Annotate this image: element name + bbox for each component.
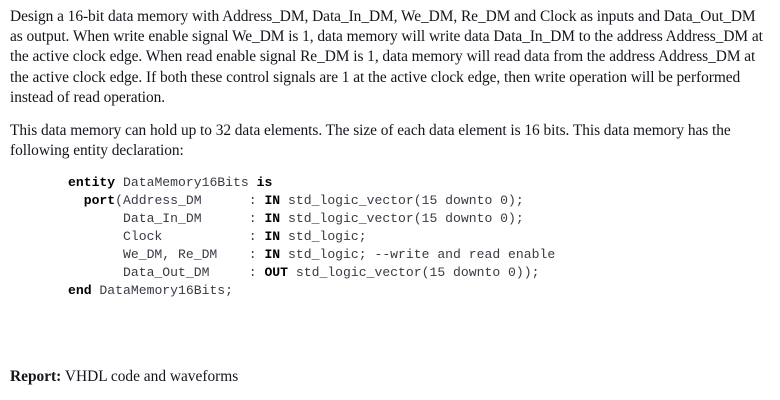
- paragraph-memory-capacity: This data memory can hold up to 32 data …: [10, 122, 731, 160]
- code-text: std_logic_vector(15 downto 0);: [280, 193, 524, 209]
- code-keyword: IN: [264, 211, 281, 227]
- code-text: DataMemory16Bits: [115, 175, 257, 191]
- code-text: std_logic_vector(15 downto 0));: [288, 265, 540, 281]
- code-keyword: IN: [264, 193, 281, 209]
- code-keyword: entity: [68, 175, 116, 191]
- code-text: [68, 193, 84, 208]
- code-keyword: IN: [264, 247, 281, 263]
- code-text: (Address_DM :: [115, 193, 265, 209]
- code-line: entity DataMemory16Bits is: [68, 174, 770, 192]
- code-line: port(Address_DM : IN std_logic_vector(15…: [68, 192, 770, 210]
- code-text: We_DM, Re_DM :: [68, 247, 265, 263]
- code-keyword: is: [256, 175, 273, 191]
- code-keyword: OUT: [264, 265, 289, 281]
- code-line: We_DM, Re_DM : IN std_logic; --write and…: [68, 246, 770, 264]
- code-text: std_logic;: [280, 229, 367, 245]
- code-line: Data_In_DM : IN std_logic_vector(15 down…: [68, 210, 770, 228]
- code-line: end DataMemory16Bits;: [68, 282, 770, 300]
- paragraph-design-spec: Design a 16-bit data memory with Address…: [10, 8, 763, 106]
- code-keyword: IN: [264, 229, 281, 245]
- code-text: std_logic_vector(15 downto 0);: [280, 211, 524, 227]
- code-text: std_logic; --write and read enable: [280, 247, 556, 263]
- code-keyword: end: [68, 283, 92, 299]
- report-text: VHDL code and waveforms: [61, 368, 239, 385]
- vhdl-entity-declaration-code: entity DataMemory16Bits is port(Address_…: [10, 174, 770, 300]
- code-line: Data_Out_DM : OUT std_logic_vector(15 do…: [68, 264, 770, 282]
- report-label: Report:: [10, 368, 62, 385]
- code-keyword: port: [83, 193, 116, 209]
- code-text: Data_Out_DM :: [68, 265, 265, 281]
- code-line: Clock : IN std_logic;: [68, 228, 770, 246]
- code-text: DataMemory16Bits;: [91, 283, 234, 299]
- report-line: Report: VHDL code and waveforms: [10, 367, 238, 387]
- code-text: Data_In_DM :: [68, 211, 265, 227]
- code-text: Clock :: [68, 229, 265, 245]
